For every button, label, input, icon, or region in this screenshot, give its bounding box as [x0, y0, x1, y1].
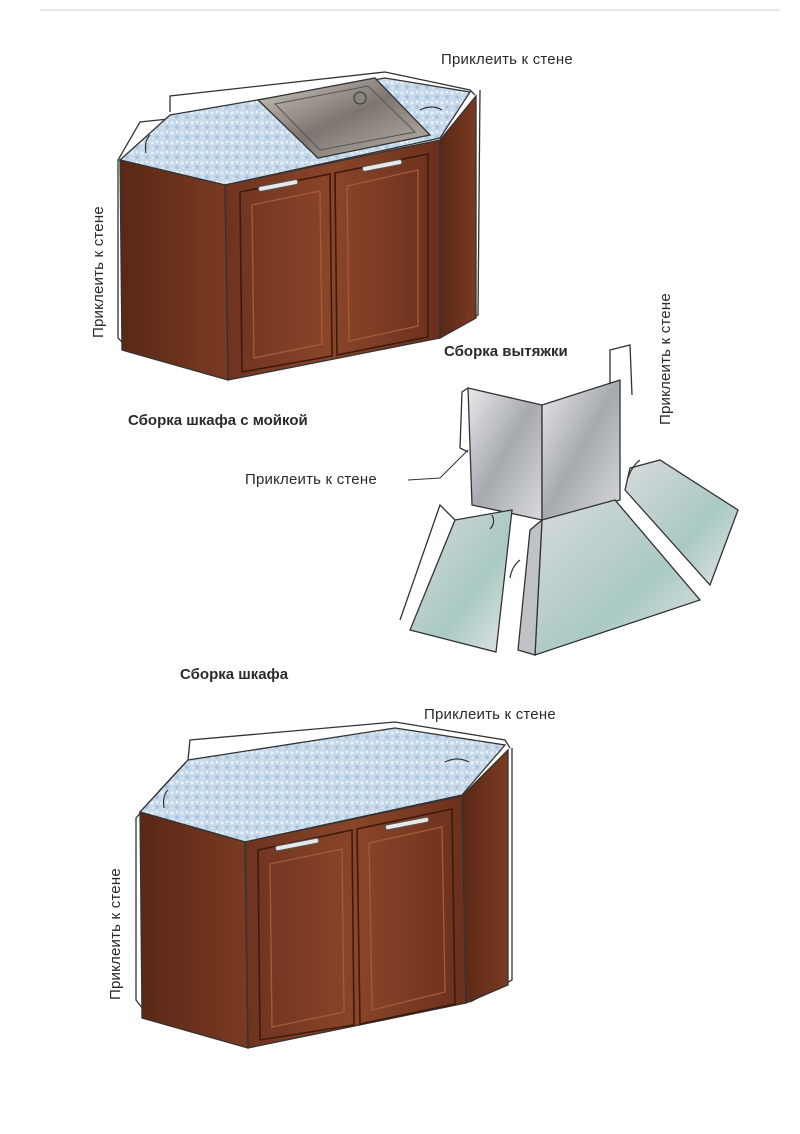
- hood-back-right: [541, 379, 621, 521]
- title-hood: Сборка вытяжки: [444, 343, 568, 360]
- drain-icon: [353, 91, 367, 105]
- arrow-icon: [144, 134, 151, 154]
- sink-cabinet-figure: [117, 71, 481, 381]
- arrow-icon: [419, 106, 443, 111]
- door-right: [356, 808, 456, 1025]
- glue-tab-hood-left-flap: [399, 503, 456, 621]
- hood-flap-right: [624, 459, 739, 587]
- handle-left: [257, 179, 299, 192]
- hood-flap-left: [409, 509, 513, 653]
- title-cabinet: Сборка шкафа: [180, 666, 289, 683]
- glue-tab-top: [169, 71, 476, 112]
- handle-right: [384, 816, 430, 831]
- title-sink-cabinet: Сборка шкафа с мойкой: [128, 412, 308, 429]
- cabinet-right-side: [461, 748, 509, 1004]
- glue-label-sink-top: Приклеить к стене: [441, 51, 573, 68]
- cabinet-figure: [135, 721, 513, 1049]
- arrow-icon: [489, 514, 495, 530]
- hood-figure: [399, 344, 739, 656]
- door-left: [239, 173, 333, 373]
- cabinet-left-side: [119, 159, 229, 381]
- glue-tab-hood-left: [459, 387, 469, 453]
- glue-tab-hood-top: [609, 344, 633, 396]
- glue-label-hood-left: Приклеить к стене: [245, 471, 377, 488]
- arrow-icon: [162, 789, 169, 809]
- glue-label-cabinet-top: Приклеить к стене: [424, 706, 556, 723]
- hood-back-left: [467, 387, 543, 521]
- cabinet-right-side: [439, 94, 477, 340]
- arrow-icon: [627, 459, 641, 479]
- handle-right: [361, 159, 403, 172]
- glue-label-hood-right: Приклеить к стене: [657, 293, 674, 425]
- sink-bowl: [256, 77, 432, 159]
- arrow-icon: [444, 758, 470, 763]
- glue-label-sink-left: Приклеить к стене: [90, 206, 107, 338]
- handle-left: [274, 837, 320, 852]
- door-left: [257, 829, 355, 1041]
- glue-label-cabinet-left: Приклеить к стене: [107, 868, 124, 1000]
- cabinet-left-side: [139, 811, 249, 1049]
- glue-tab-top: [187, 721, 511, 761]
- arrow-icon: [509, 559, 521, 579]
